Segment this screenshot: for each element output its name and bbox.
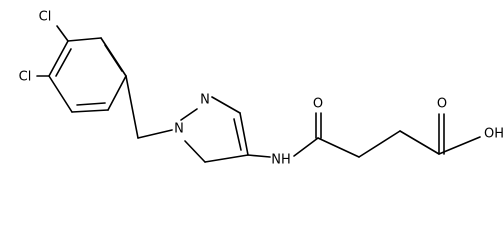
benzyl-linker — [125, 75, 173, 139]
chlorine-lower-label: Cl — [19, 70, 32, 85]
amide-nh-label: NH — [271, 153, 291, 168]
cl-upper-bond — [56, 25, 69, 42]
acid-hydroxyl-label: OH — [484, 127, 504, 142]
dichlorophenyl-ring — [48, 37, 127, 113]
pyrazole-n1-label: N — [174, 122, 184, 137]
chlorine-upper-label: Cl — [39, 10, 52, 25]
pyrazole-n2-label: N — [200, 93, 210, 108]
pentanoic-acid-chain — [247, 112, 481, 158]
amide-oxygen-label: O — [313, 97, 323, 112]
pyrazole-ring — [180, 96, 249, 163]
acid-oxygen-label: O — [437, 97, 447, 112]
chemical-structure: Cl Cl N N NH O O OH — [19, 10, 504, 168]
